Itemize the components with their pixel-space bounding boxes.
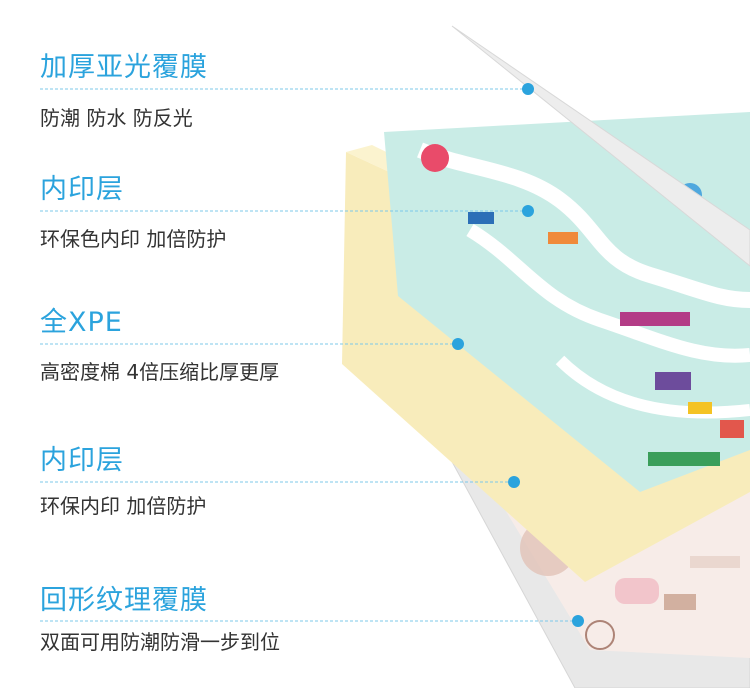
layer-4-desc: 环保内印 加倍防护	[40, 494, 207, 518]
layer-2-desc: 环保色内印 加倍防护	[40, 227, 227, 251]
layer-5-desc: 双面可用防潮防滑一步到位	[40, 630, 280, 654]
marker-dot-2	[522, 205, 534, 217]
front-print-pattern	[417, 142, 750, 466]
marker-dot-4	[508, 476, 520, 488]
layer-4-title: 内印层	[40, 445, 124, 476]
layer-3-desc: 高密度棉 4倍压缩比厚更厚	[40, 360, 280, 384]
marker-dot-5	[572, 615, 584, 627]
layer-2-title: 内印层	[40, 174, 124, 205]
layer-1-title: 加厚亚光覆膜	[40, 52, 208, 83]
marker-dot-3	[452, 338, 464, 350]
layer-5-title: 回形纹理覆膜	[40, 585, 208, 616]
marker-dot-1	[522, 83, 534, 95]
layer-3-title: 全XPE	[40, 307, 123, 338]
top-film-layer	[451, 25, 750, 267]
layer-1-desc: 防潮 防水 防反光	[40, 106, 193, 130]
